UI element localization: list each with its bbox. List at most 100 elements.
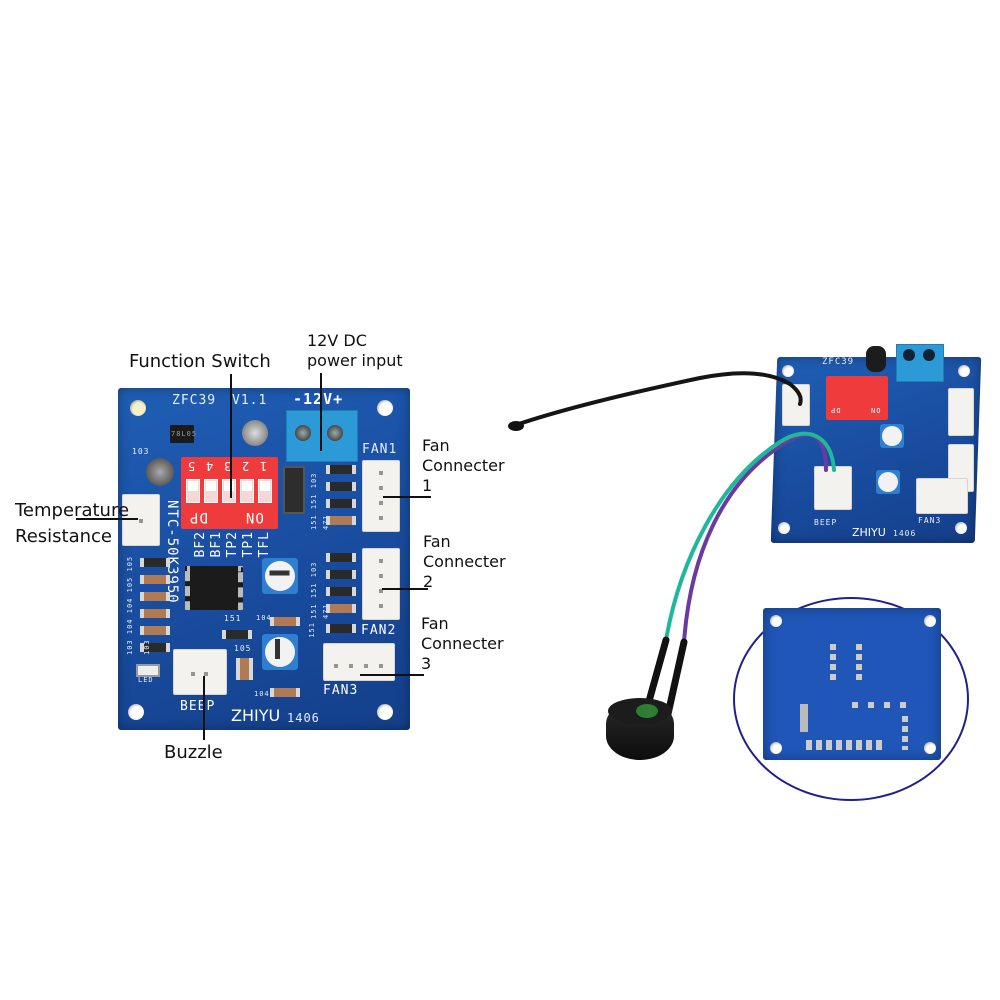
back-solder-pads-column	[902, 716, 908, 750]
dip-switch-5[interactable]	[186, 479, 200, 503]
back-mount-hole	[924, 615, 936, 627]
buzzle-annotation: Buzzle	[164, 742, 223, 763]
power-marking: -12V+	[293, 390, 344, 408]
back-large-pad	[800, 704, 808, 732]
led-label: LED	[138, 676, 154, 684]
buzzer-wire-purple	[682, 432, 828, 644]
fan1-annotation-line3: 1	[422, 476, 433, 495]
board-model-label: ZFC39	[172, 393, 217, 408]
fan1-annotation-line1: Fan	[422, 436, 450, 455]
back-view-circle-frame	[733, 597, 969, 801]
back-solder-pads-column	[830, 644, 836, 684]
mount-hole-bottom-right	[377, 704, 393, 720]
ntc-probe-wire	[514, 371, 803, 427]
smd-component	[140, 592, 170, 601]
smd-component	[326, 465, 356, 474]
smd-component	[326, 553, 356, 562]
back-solder-pads-row	[852, 702, 912, 708]
function-switch-annotation: Function Switch	[129, 351, 271, 372]
code-103-top: 103	[132, 447, 150, 456]
side-board-model: ZFC39	[822, 357, 855, 367]
smd-component	[140, 626, 170, 635]
inductor	[146, 458, 174, 486]
mount-hole	[778, 522, 790, 534]
smd-component	[270, 688, 300, 697]
diode	[283, 466, 305, 514]
terminal-screw-negative[interactable]	[295, 425, 311, 441]
fan3-annotation-line3: 3	[421, 654, 432, 673]
beep-label: BEEP	[180, 699, 216, 714]
mount-hole	[958, 365, 970, 377]
smd-component	[140, 575, 170, 584]
smd-component	[326, 624, 356, 633]
mount-hole-top-right	[377, 400, 393, 416]
dip-switch-4[interactable]	[204, 479, 218, 503]
fan3-pointer	[360, 674, 424, 676]
fan2-annotation-line3: 2	[423, 572, 434, 591]
temperature-pointer	[76, 518, 138, 520]
buzzer-lead-sleeve-2	[664, 638, 688, 718]
side-fan1-connector[interactable]	[948, 388, 974, 436]
fan2-connector[interactable]	[362, 548, 400, 620]
side-potentiometer-2[interactable]	[876, 470, 900, 494]
back-solder-pads-column	[856, 644, 862, 684]
smd-component	[326, 482, 356, 491]
voltage-regulator	[170, 425, 194, 443]
side-potentiometer-1[interactable]	[880, 424, 904, 448]
back-mount-hole	[770, 615, 782, 627]
back-pcb-board	[763, 608, 941, 760]
fan2-annotation-line2: Connecter	[423, 552, 506, 571]
buzzer-pcb	[636, 704, 658, 718]
fan2-annotation-line1: Fan	[423, 532, 451, 551]
code-105: 105	[234, 644, 252, 653]
fan3-label: FAN3	[323, 683, 359, 698]
side-fan3-connector[interactable]	[916, 478, 968, 514]
power-input-annotation-line2: power input	[307, 351, 403, 370]
power-terminal-block[interactable]	[286, 410, 358, 462]
buzzer-connector[interactable]	[173, 649, 227, 695]
code-104-mid: 104	[256, 614, 272, 622]
smd-component	[326, 499, 356, 508]
dip-switch-1[interactable]	[258, 479, 272, 503]
side-dip-switch[interactable]: DP ON	[826, 376, 888, 420]
dip-switch-3[interactable]	[222, 479, 236, 503]
buzzle-pointer	[203, 676, 205, 740]
mount-hole	[955, 522, 967, 534]
smd-component	[140, 643, 170, 652]
dip-switch-2[interactable]	[240, 479, 254, 503]
mount-hole-top-left	[130, 400, 146, 416]
temperature-sensor-connector[interactable]	[122, 494, 160, 546]
function-dip-switch[interactable]: 5 4 3 2 1 DP ON	[181, 457, 278, 529]
smd-component	[326, 604, 356, 613]
fan2-label: FAN2	[361, 623, 397, 638]
side-brand-label: ZHIYU	[852, 526, 886, 539]
fan2-pointer	[382, 588, 428, 590]
potentiometer-2[interactable]	[262, 634, 298, 670]
side-power-terminal[interactable]	[896, 344, 944, 382]
smd-component	[326, 587, 356, 596]
fan1-pointer	[383, 496, 431, 498]
side-fan3-label: FAN3	[918, 516, 942, 525]
terminal-screw-positive[interactable]	[327, 425, 343, 441]
function-switch-pointer	[230, 374, 232, 498]
brand-label: ZHIYU	[231, 706, 281, 725]
ntc-probe-tip	[508, 421, 524, 431]
fan3-annotation-line1: Fan	[421, 614, 449, 633]
temperature-annotation-line2: Resistance	[15, 526, 112, 547]
power-input-pointer	[320, 373, 322, 451]
board-version-label: V1.1	[232, 393, 268, 408]
smd-component	[236, 658, 253, 680]
date-code-label: 1406	[287, 711, 320, 725]
code-104-bottom: 104	[254, 690, 270, 698]
main-controller-ic	[185, 566, 243, 610]
back-solder-pads-row	[806, 740, 886, 750]
regulator-label: 78L05	[171, 430, 198, 438]
smd-component	[140, 558, 170, 567]
potentiometer-1[interactable]	[262, 558, 298, 594]
smd-component	[222, 630, 252, 639]
smd-component	[326, 516, 356, 525]
fan1-annotation-line2: Connecter	[422, 456, 505, 475]
electrolytic-capacitor	[242, 420, 268, 446]
fan3-annotation-line2: Connecter	[421, 634, 504, 653]
